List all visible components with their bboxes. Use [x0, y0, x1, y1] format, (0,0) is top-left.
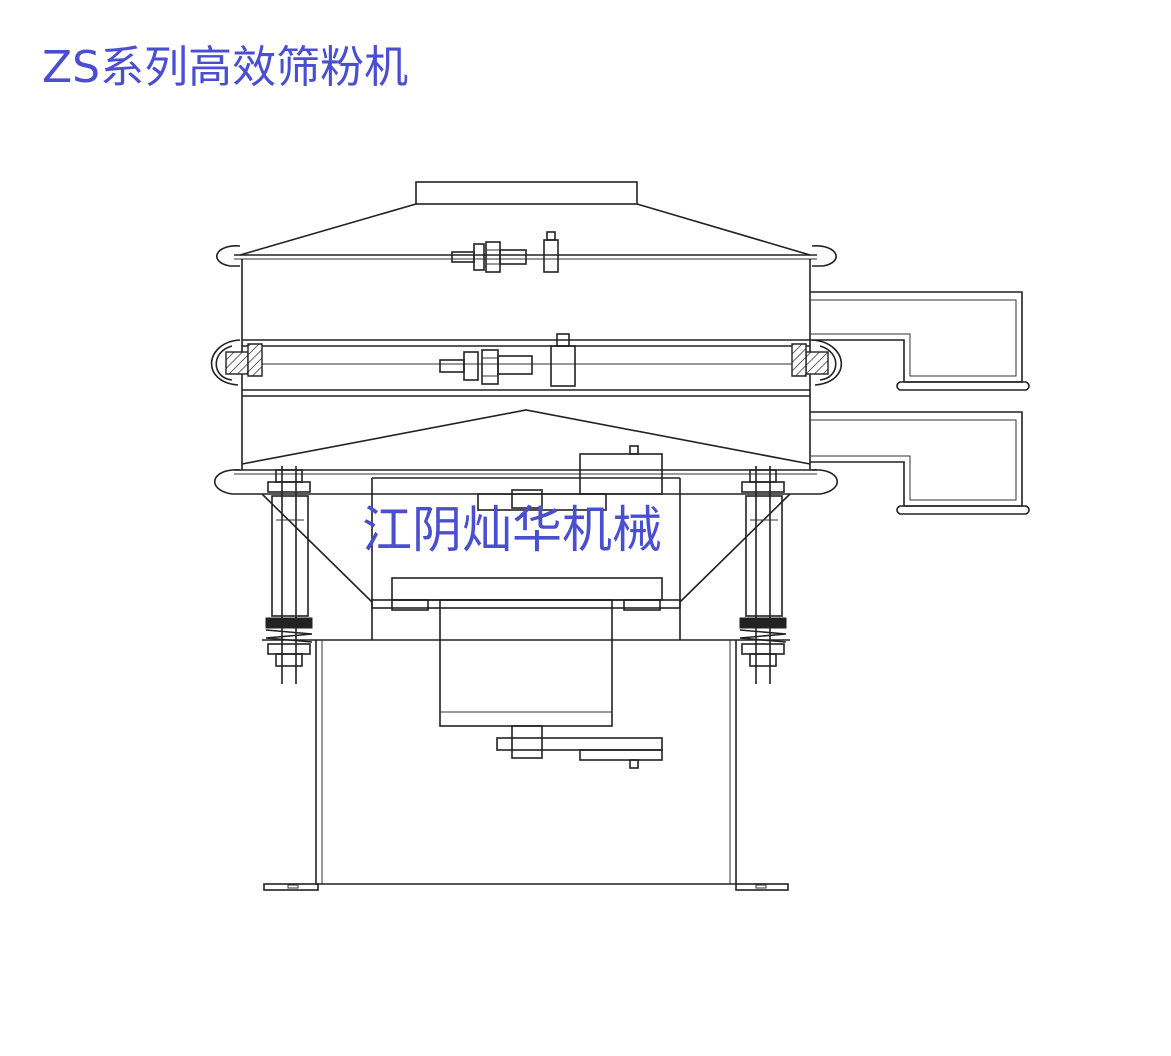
top-cover — [234, 181, 817, 260]
lower-eccentric-weight — [496, 725, 663, 769]
lower-cone — [234, 409, 817, 475]
middle-ring-right — [791, 339, 843, 386]
vibration-motor — [371, 577, 681, 727]
top-clamp-right — [811, 245, 837, 267]
lower-clamp-right — [790, 469, 839, 495]
upper-frame — [241, 259, 811, 470]
top-clamp-left — [216, 245, 241, 267]
upper-eccentric-weight — [477, 445, 663, 511]
lower-outlet-chute — [810, 411, 1030, 515]
middle-ring-left — [210, 339, 263, 386]
spring-right — [739, 466, 787, 684]
upper-outlet-chute — [810, 291, 1030, 391]
middle-tension-bolt — [439, 333, 576, 387]
spring-left — [265, 466, 313, 684]
company-watermark: 江阴灿华机械 — [362, 501, 662, 559]
upper-tension-bolt — [451, 231, 559, 273]
page-title: ZS系列高效筛粉机 — [42, 42, 409, 93]
lower-clamp-left — [213, 469, 262, 495]
support-stand — [262, 639, 790, 891]
